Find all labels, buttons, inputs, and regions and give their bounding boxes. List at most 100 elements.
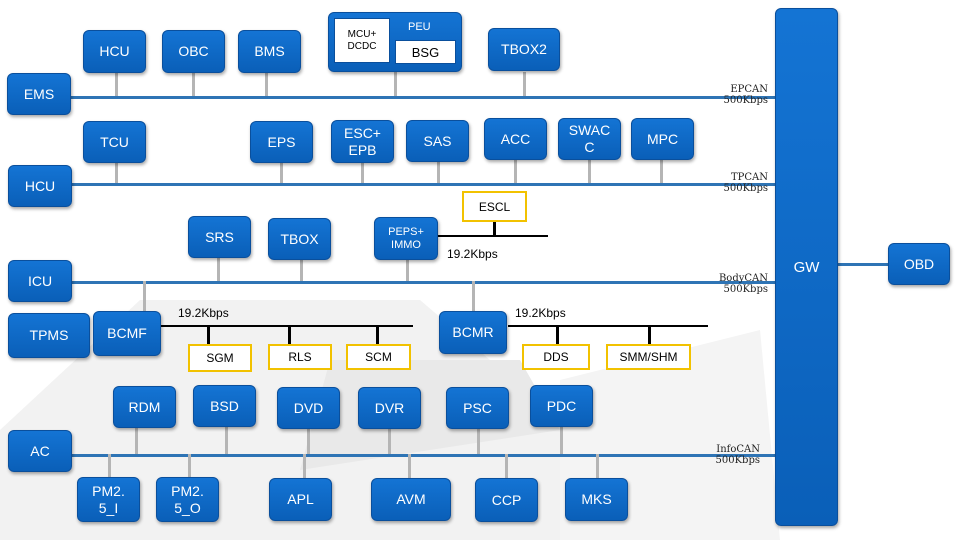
bsg-node[interactable]: BSG xyxy=(395,40,456,64)
epcan-bus-line xyxy=(60,96,777,99)
avm-node[interactable]: AVM xyxy=(371,478,451,521)
tbox2-node[interactable]: TBOX2 xyxy=(488,28,560,71)
pm25-i-node[interactable]: PM2. 5_I xyxy=(77,477,140,522)
connector xyxy=(108,454,111,478)
peu-node[interactable]: PEU MCU+ DCDC BSG xyxy=(328,12,462,72)
rdm-node[interactable]: RDM xyxy=(113,386,176,428)
mpc-node[interactable]: MPC xyxy=(631,118,694,160)
bms-node[interactable]: BMS xyxy=(238,30,301,73)
connector xyxy=(303,454,306,478)
infocan-label: InfoCAN 500Kbps xyxy=(680,444,761,466)
connector xyxy=(477,427,480,454)
dvd-node[interactable]: DVD xyxy=(277,387,340,429)
connector xyxy=(648,325,651,345)
connector xyxy=(376,325,379,345)
hcu-node-tp[interactable]: HCU xyxy=(8,165,72,207)
apl-node[interactable]: APL xyxy=(269,478,332,521)
lin-bus-bcmf xyxy=(160,325,413,327)
connector xyxy=(660,160,663,183)
connector xyxy=(437,160,440,183)
tpcan-rate: 500Kbps xyxy=(723,183,769,194)
bodycan-label: BodyCAN 500Kbps xyxy=(688,273,768,295)
dds-node[interactable]: DDS xyxy=(522,344,590,370)
connector xyxy=(192,72,195,96)
connector xyxy=(265,72,268,96)
bsd-node[interactable]: BSD xyxy=(193,385,256,427)
connector xyxy=(300,258,303,281)
connector xyxy=(115,160,118,183)
icu-node[interactable]: ICU xyxy=(8,260,72,302)
bodycan-name: BodyCAN xyxy=(718,273,768,284)
smm-shm-node[interactable]: SMM/SHM xyxy=(606,344,691,370)
connector xyxy=(307,427,310,454)
connector xyxy=(280,160,283,183)
connector xyxy=(408,454,411,478)
connector xyxy=(143,281,146,311)
epcan-rate: 500Kbps xyxy=(723,95,769,106)
bcmf-lin-rate: 19.2Kbps xyxy=(178,306,229,320)
connector xyxy=(406,260,409,281)
connector xyxy=(207,325,210,345)
bodycan-bus-line xyxy=(60,281,777,284)
bcmf-node[interactable]: BCMF xyxy=(93,311,161,356)
connector xyxy=(560,427,563,454)
infocan-rate: 500Kbps xyxy=(715,455,761,466)
connector xyxy=(288,325,291,345)
escl-node[interactable]: ESCL xyxy=(462,191,527,222)
gw-node[interactable]: GW xyxy=(775,8,838,526)
connector xyxy=(394,72,397,96)
swacc-node[interactable]: SWAC C xyxy=(558,118,621,160)
connector xyxy=(135,427,138,454)
lin-bus-immo xyxy=(430,235,548,237)
sgm-node[interactable]: SGM xyxy=(188,344,252,372)
connector xyxy=(217,258,220,281)
bodycan-rate: 500Kbps xyxy=(723,284,769,295)
connector xyxy=(523,72,526,96)
sas-node[interactable]: SAS xyxy=(406,120,469,162)
srs-node[interactable]: SRS xyxy=(188,216,251,258)
connector xyxy=(596,454,599,478)
pdc-node[interactable]: PDC xyxy=(530,385,593,427)
tbox-node[interactable]: TBOX xyxy=(268,218,331,260)
dvr-node[interactable]: DVR xyxy=(358,387,421,429)
bcmr-node[interactable]: BCMR xyxy=(439,311,507,354)
bcmr-lin-rate: 19.2Kbps xyxy=(515,306,566,320)
connector xyxy=(556,325,559,345)
psc-node[interactable]: PSC xyxy=(446,387,509,429)
tpcan-label: TPCAN 500Kbps xyxy=(688,172,769,194)
hcu-node-ep[interactable]: HCU xyxy=(83,30,146,73)
connector xyxy=(188,454,191,478)
pm25-o-node[interactable]: PM2. 5_O xyxy=(156,477,219,522)
rls-node[interactable]: RLS xyxy=(268,344,332,370)
acc-node[interactable]: ACC xyxy=(484,118,547,160)
obc-node[interactable]: OBC xyxy=(162,30,225,73)
connector xyxy=(115,72,118,96)
scm-node[interactable]: SCM xyxy=(346,344,411,370)
infocan-bus-line xyxy=(60,454,777,457)
obd-node[interactable]: OBD xyxy=(888,243,950,285)
epcan-label: EPCAN 500Kbps xyxy=(688,84,769,106)
connector xyxy=(388,427,391,454)
esc-epb-node[interactable]: ESC+ EPB xyxy=(331,120,394,163)
tpcan-name: TPCAN xyxy=(730,172,768,183)
infocan-name: InfoCAN xyxy=(716,444,760,455)
connector xyxy=(505,454,508,478)
lin-bus-bcmr xyxy=(508,325,708,327)
obd-link-line xyxy=(838,263,890,266)
connector xyxy=(361,160,364,183)
ac-node[interactable]: AC xyxy=(8,430,72,472)
mcu-dcdc-node[interactable]: MCU+ DCDC xyxy=(334,18,390,63)
mks-node[interactable]: MKS xyxy=(565,478,628,521)
tpms-node[interactable]: TPMS xyxy=(8,313,90,358)
connector xyxy=(588,160,591,183)
connector xyxy=(472,281,475,311)
connector xyxy=(493,221,496,236)
eps-node[interactable]: EPS xyxy=(250,121,313,163)
ems-node[interactable]: EMS xyxy=(7,73,71,115)
epcan-name: EPCAN xyxy=(730,84,768,95)
peps-immo-node[interactable]: PEPS+ IMMO xyxy=(374,217,438,260)
tcu-node[interactable]: TCU xyxy=(83,121,146,163)
tpcan-bus-line xyxy=(60,183,777,186)
ccp-node[interactable]: CCP xyxy=(475,478,538,522)
